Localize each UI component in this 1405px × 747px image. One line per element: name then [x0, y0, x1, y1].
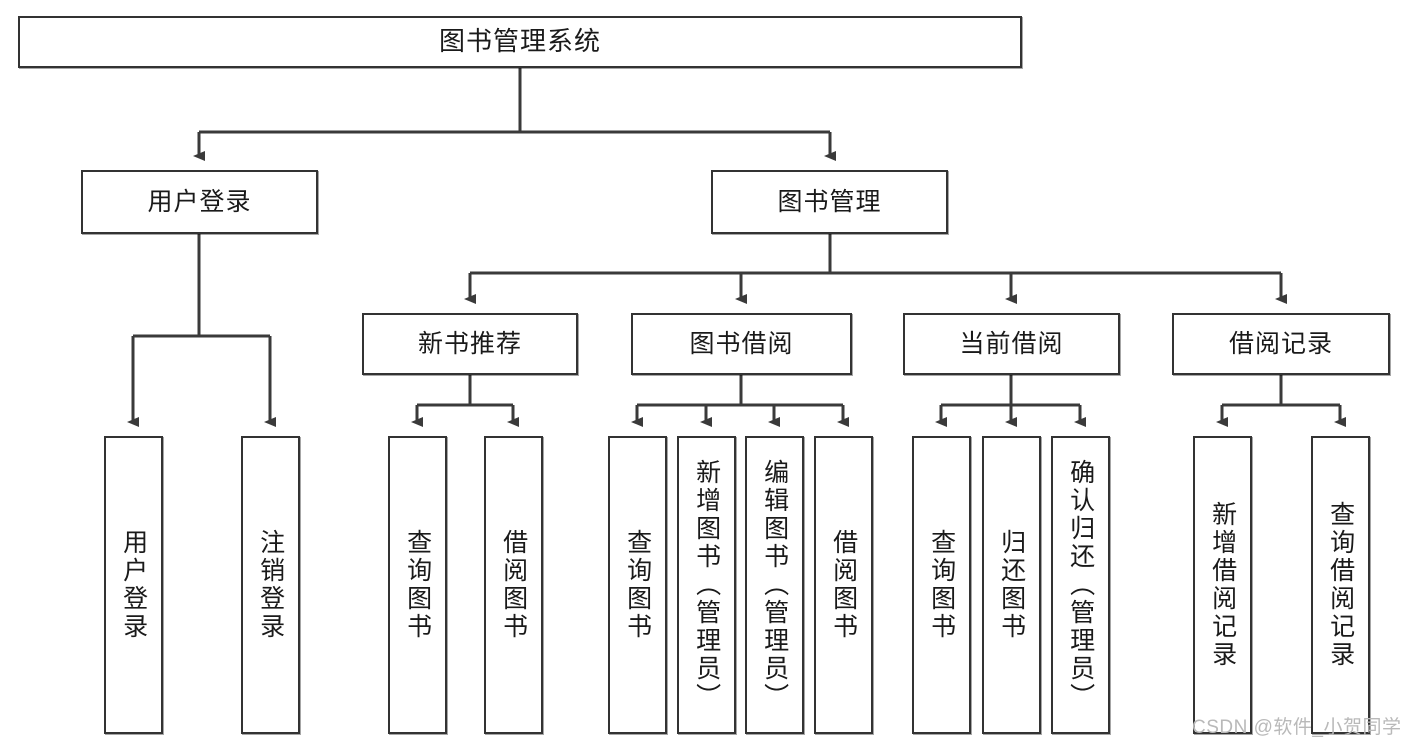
node-user-login[interactable]: 用户登录 — [81, 170, 318, 234]
node-leaf-borrow-book[interactable]: 借阅图书 — [814, 436, 873, 734]
node-leaf-edit-book-admin[interactable]: 编辑图书（管理员） — [745, 436, 804, 734]
node-leaf-current-query-book-label: 查询图书 — [927, 529, 956, 641]
node-leaf-borrow-query-book[interactable]: 查询图书 — [608, 436, 667, 734]
node-leaf-add-borrow-record[interactable]: 新增借阅记录 — [1193, 436, 1252, 734]
node-borrow-record[interactable]: 借阅记录 — [1172, 313, 1390, 375]
node-leaf-borrow-book-label: 借阅图书 — [829, 529, 858, 641]
node-root-book-management-system[interactable]: 图书管理系统 — [18, 16, 1022, 68]
node-leaf-add-book-admin[interactable]: 新增图书（管理员） — [677, 436, 736, 734]
node-current-borrow-label: 当前借阅 — [959, 329, 1064, 358]
node-leaf-confirm-return-admin-label: 确认归还（管理员） — [1066, 459, 1095, 711]
node-leaf-user-login-label: 用户登录 — [119, 529, 148, 641]
node-user-login-label: 用户登录 — [147, 187, 252, 216]
node-leaf-add-book-admin-label: 新增图书（管理员） — [692, 459, 721, 711]
node-book-borrow[interactable]: 图书借阅 — [631, 313, 852, 375]
node-leaf-new-book-borrow[interactable]: 借阅图书 — [484, 436, 543, 734]
node-leaf-query-borrow-record[interactable]: 查询借阅记录 — [1311, 436, 1370, 734]
node-leaf-current-query-book[interactable]: 查询图书 — [912, 436, 971, 734]
node-leaf-new-book-query[interactable]: 查询图书 — [388, 436, 447, 734]
node-leaf-edit-book-admin-label: 编辑图书（管理员） — [760, 459, 789, 711]
node-book-management-label: 图书管理 — [777, 187, 882, 216]
node-borrow-record-label: 借阅记录 — [1228, 329, 1333, 358]
node-leaf-new-book-query-label: 查询图书 — [403, 529, 432, 641]
node-leaf-return-book-label: 归还图书 — [997, 529, 1026, 641]
node-leaf-confirm-return-admin[interactable]: 确认归还（管理员） — [1051, 436, 1110, 734]
node-leaf-add-borrow-record-label: 新增借阅记录 — [1208, 501, 1237, 669]
node-leaf-user-login[interactable]: 用户登录 — [104, 436, 163, 734]
node-book-management[interactable]: 图书管理 — [711, 170, 948, 234]
node-leaf-borrow-query-book-label: 查询图书 — [623, 529, 652, 641]
node-current-borrow[interactable]: 当前借阅 — [903, 313, 1120, 375]
node-leaf-query-borrow-record-label: 查询借阅记录 — [1326, 501, 1355, 669]
node-leaf-new-book-borrow-label: 借阅图书 — [499, 529, 528, 641]
node-leaf-return-book[interactable]: 归还图书 — [982, 436, 1041, 734]
node-root-label: 图书管理系统 — [438, 26, 601, 57]
node-book-borrow-label: 图书借阅 — [689, 329, 794, 358]
node-new-book-recommend-label: 新书推荐 — [417, 329, 522, 358]
node-leaf-logout-label: 注销登录 — [256, 529, 285, 641]
node-leaf-logout[interactable]: 注销登录 — [241, 436, 300, 734]
node-new-book-recommend[interactable]: 新书推荐 — [362, 313, 578, 375]
